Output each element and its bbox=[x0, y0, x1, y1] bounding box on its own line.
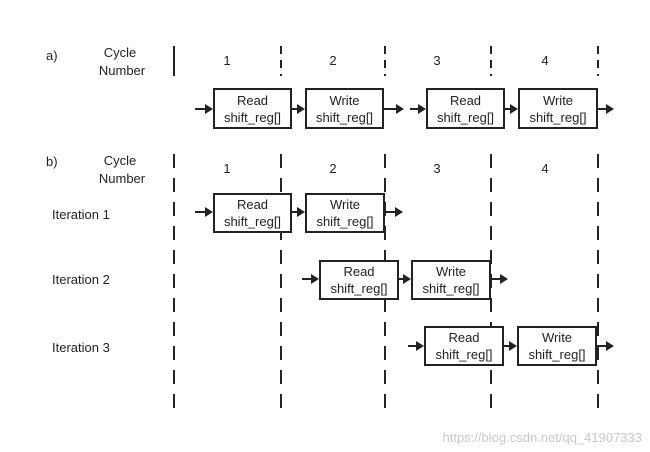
part-a-arrow-in-2 bbox=[410, 104, 426, 114]
iteration-1-arrow-out bbox=[385, 207, 403, 217]
op-line1: Write bbox=[329, 197, 361, 212]
iteration-3-arrow-between bbox=[504, 341, 517, 351]
op-line2: shift_reg[] bbox=[528, 347, 586, 362]
watermark-text: https://blog.csdn.net/qq_41907333 bbox=[442, 430, 643, 445]
iteration-2-arrow-between bbox=[399, 274, 411, 284]
op-line1: Read bbox=[449, 92, 482, 108]
part-b-cycle-3: 3 bbox=[433, 161, 441, 176]
part-a-cycle-3: 3 bbox=[433, 53, 441, 68]
iteration-3-read-op: Read shift_reg[] bbox=[424, 326, 504, 366]
part-a-arrow-in bbox=[195, 104, 213, 114]
iteration-3-arrow-out bbox=[597, 341, 614, 351]
iteration-1-arrow-between bbox=[292, 207, 305, 217]
iteration-3-label: Iteration 3 bbox=[52, 340, 110, 355]
part-a-write-op-2: Write shift_reg[] bbox=[518, 88, 598, 129]
op-line1: Write bbox=[435, 264, 467, 279]
op-line1: Write bbox=[329, 92, 360, 108]
part-a-cycle-label: Cycle bbox=[103, 45, 137, 60]
part-a-arrow-read-write-2 bbox=[505, 104, 518, 114]
part-a-number-label: Number bbox=[98, 63, 146, 78]
part-a-arrow-out bbox=[598, 104, 614, 114]
op-line1: Read bbox=[236, 92, 269, 108]
part-b-cycle-1: 1 bbox=[223, 161, 231, 176]
part-b-cycle-4: 4 bbox=[541, 161, 549, 176]
part-b-cycle-label: Cycle bbox=[103, 153, 137, 168]
op-line2: shift_reg[] bbox=[436, 109, 495, 125]
op-line2: shift_reg[] bbox=[435, 347, 493, 362]
iteration-2-read-op: Read shift_reg[] bbox=[319, 260, 399, 300]
iteration-1-write-op: Write shift_reg[] bbox=[305, 193, 385, 233]
iteration-2-arrow-in bbox=[302, 274, 319, 284]
iteration-1-arrow-in bbox=[195, 207, 213, 217]
op-line2: shift_reg[] bbox=[316, 214, 374, 229]
iteration-1-read-op: Read shift_reg[] bbox=[213, 193, 292, 233]
op-line1: Write bbox=[542, 92, 574, 108]
part-a-cycle-4: 4 bbox=[541, 53, 549, 68]
part-a-write-op-1: Write shift_reg[] bbox=[305, 88, 384, 129]
part-a-read-op-2: Read shift_reg[] bbox=[426, 88, 505, 129]
part-b-cycle-2: 2 bbox=[329, 161, 337, 176]
op-line2: shift_reg[] bbox=[330, 281, 388, 296]
part-a-cycle-2: 2 bbox=[329, 53, 337, 68]
part-b-number-label: Number bbox=[98, 171, 146, 186]
op-line2: shift_reg[] bbox=[529, 109, 587, 125]
op-line1: Read bbox=[236, 197, 269, 212]
op-line1: Read bbox=[343, 264, 375, 279]
op-line2: shift_reg[] bbox=[223, 214, 282, 229]
op-line2: shift_reg[] bbox=[315, 109, 374, 125]
iteration-2-write-op: Write shift_reg[] bbox=[411, 260, 491, 300]
part-a-arrow-read-write-1 bbox=[292, 104, 305, 114]
op-line2: shift_reg[] bbox=[223, 109, 282, 125]
op-line1: Write bbox=[541, 330, 573, 345]
op-line1: Read bbox=[448, 330, 480, 345]
iteration-1-label: Iteration 1 bbox=[52, 207, 110, 222]
part-b-label: b) bbox=[46, 154, 58, 169]
iteration-2-label: Iteration 2 bbox=[52, 272, 110, 287]
iteration-3-write-op: Write shift_reg[] bbox=[517, 326, 597, 366]
op-line2: shift_reg[] bbox=[422, 281, 480, 296]
part-a-label: a) bbox=[46, 48, 58, 63]
iteration-3-arrow-in bbox=[408, 341, 424, 351]
part-a-cycle-1: 1 bbox=[223, 53, 231, 68]
iteration-2-arrow-out bbox=[491, 274, 508, 284]
part-a-arrow-between bbox=[384, 104, 404, 114]
part-a-read-op-1: Read shift_reg[] bbox=[213, 88, 292, 129]
